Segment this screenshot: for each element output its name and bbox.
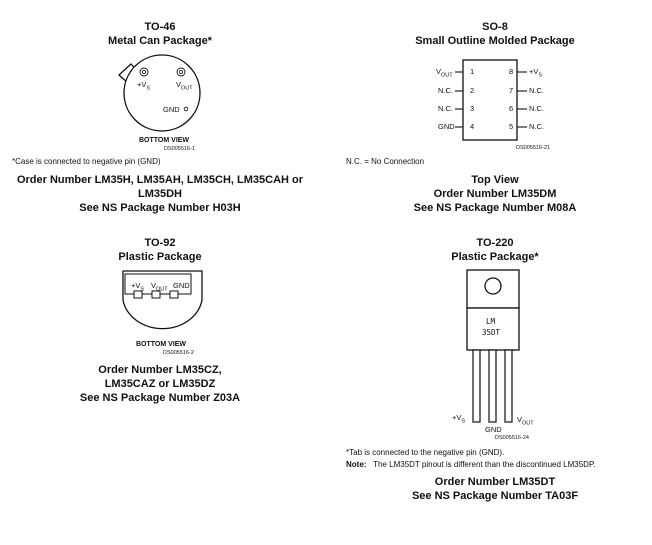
to220-note-label: Note: bbox=[346, 460, 367, 469]
to220-subtitle: Plastic Package* bbox=[451, 251, 539, 263]
so8-right-pin-label: N.C. bbox=[529, 86, 544, 95]
to220-marking-line1: LM bbox=[486, 317, 496, 326]
to46-can-diagram bbox=[118, 54, 201, 132]
to92-order-line2: LM35CAZ or LM35DZ bbox=[104, 378, 216, 390]
so8-pin-number: 5 bbox=[509, 122, 514, 131]
so8-pin-number: 4 bbox=[470, 122, 475, 131]
to92-title: TO-92 bbox=[144, 237, 176, 249]
to46-title: TO-46 bbox=[144, 21, 176, 33]
so8-subtitle: Small Outline Molded Package bbox=[415, 35, 575, 47]
to220-code: DS005516-24 bbox=[495, 435, 529, 441]
to220-label-vs: +VS bbox=[452, 413, 466, 425]
to92-ns-package: See NS Package Number Z03A bbox=[79, 392, 241, 404]
to220-marking-line2: 35DT bbox=[482, 328, 501, 337]
so8-left-pin-label: GND bbox=[438, 122, 455, 131]
to46-order-line1: Order Number LM35H, LM35AH, LM35CH, LM35… bbox=[16, 174, 304, 186]
to46-pin-vs bbox=[139, 67, 149, 77]
to220-ns-package: See NS Package Number TA03F bbox=[411, 490, 579, 502]
so8-pin-number: 3 bbox=[470, 104, 475, 113]
so8-pin-number: 6 bbox=[509, 104, 514, 113]
to46-pin-vout bbox=[176, 67, 186, 77]
to46-pin-gnd bbox=[183, 106, 189, 112]
to220-package-diagram bbox=[466, 269, 520, 423]
to220-footnote: *Tab is connected to the negative pin (G… bbox=[346, 448, 505, 457]
so8-left-pin-label: VOUT bbox=[436, 67, 453, 79]
to92-label-vout: VOUT bbox=[151, 281, 168, 293]
so8-code: DS005516-21 bbox=[516, 145, 550, 151]
to220-note-text: The LM35DT pinout is different than the … bbox=[373, 460, 596, 469]
to92-order-line1: Order Number LM35CZ, bbox=[98, 364, 222, 376]
to220-note: Note: The LM35DT pinout is different tha… bbox=[346, 460, 596, 470]
so8-ns-package: See NS Package Number M08A bbox=[413, 202, 577, 214]
so8-right-pin-label: N.C. bbox=[529, 104, 544, 113]
to92-code: DS005516-2 bbox=[163, 350, 194, 356]
so8-order-number: Order Number LM35DM bbox=[433, 188, 557, 200]
to220-label-gnd: GND bbox=[485, 425, 502, 434]
so8-title: SO-8 bbox=[482, 21, 508, 33]
so8-left-pin-label: N.C. bbox=[438, 104, 453, 113]
to92-label-gnd: GND bbox=[173, 281, 190, 290]
to46-label-vs: +VS bbox=[137, 80, 151, 92]
to220-order-number: Order Number LM35DT bbox=[434, 476, 556, 488]
to46-order-line2: LM35DH bbox=[137, 188, 182, 200]
so8-pin-number: 2 bbox=[470, 86, 475, 95]
to46-ns-package: See NS Package Number H03H bbox=[79, 202, 241, 214]
so8-pin-number: 1 bbox=[470, 67, 475, 76]
to220-label-vout: VOUT bbox=[517, 415, 534, 427]
to46-label-vout: VOUT bbox=[176, 80, 193, 92]
to46-label-gnd: GND bbox=[163, 105, 180, 114]
so8-pin-number: 7 bbox=[509, 86, 514, 95]
to46-view-label: BOTTOM VIEW bbox=[139, 137, 190, 144]
to46-code: DS005516-1 bbox=[164, 146, 195, 152]
so8-right-pin-label: +VS bbox=[529, 67, 543, 79]
so8-right-pin-label: N.C. bbox=[529, 122, 544, 131]
to92-subtitle: Plastic Package bbox=[118, 251, 202, 263]
to92-package-diagram bbox=[122, 270, 203, 330]
so8-view-label: Top View bbox=[471, 174, 519, 186]
so8-nc-note: N.C. = No Connection bbox=[346, 157, 425, 166]
so8-left-pin-label: N.C. bbox=[438, 86, 453, 95]
to92-label-vs: +VS bbox=[131, 281, 145, 293]
to220-title: TO-220 bbox=[476, 237, 514, 249]
so8-ic-diagram bbox=[455, 59, 527, 141]
to92-view-label: BOTTOM VIEW bbox=[136, 341, 187, 348]
so8-pin-number: 8 bbox=[509, 67, 514, 76]
to46-footnote: *Case is connected to negative pin (GND) bbox=[12, 157, 161, 166]
to46-subtitle: Metal Can Package* bbox=[108, 35, 212, 47]
